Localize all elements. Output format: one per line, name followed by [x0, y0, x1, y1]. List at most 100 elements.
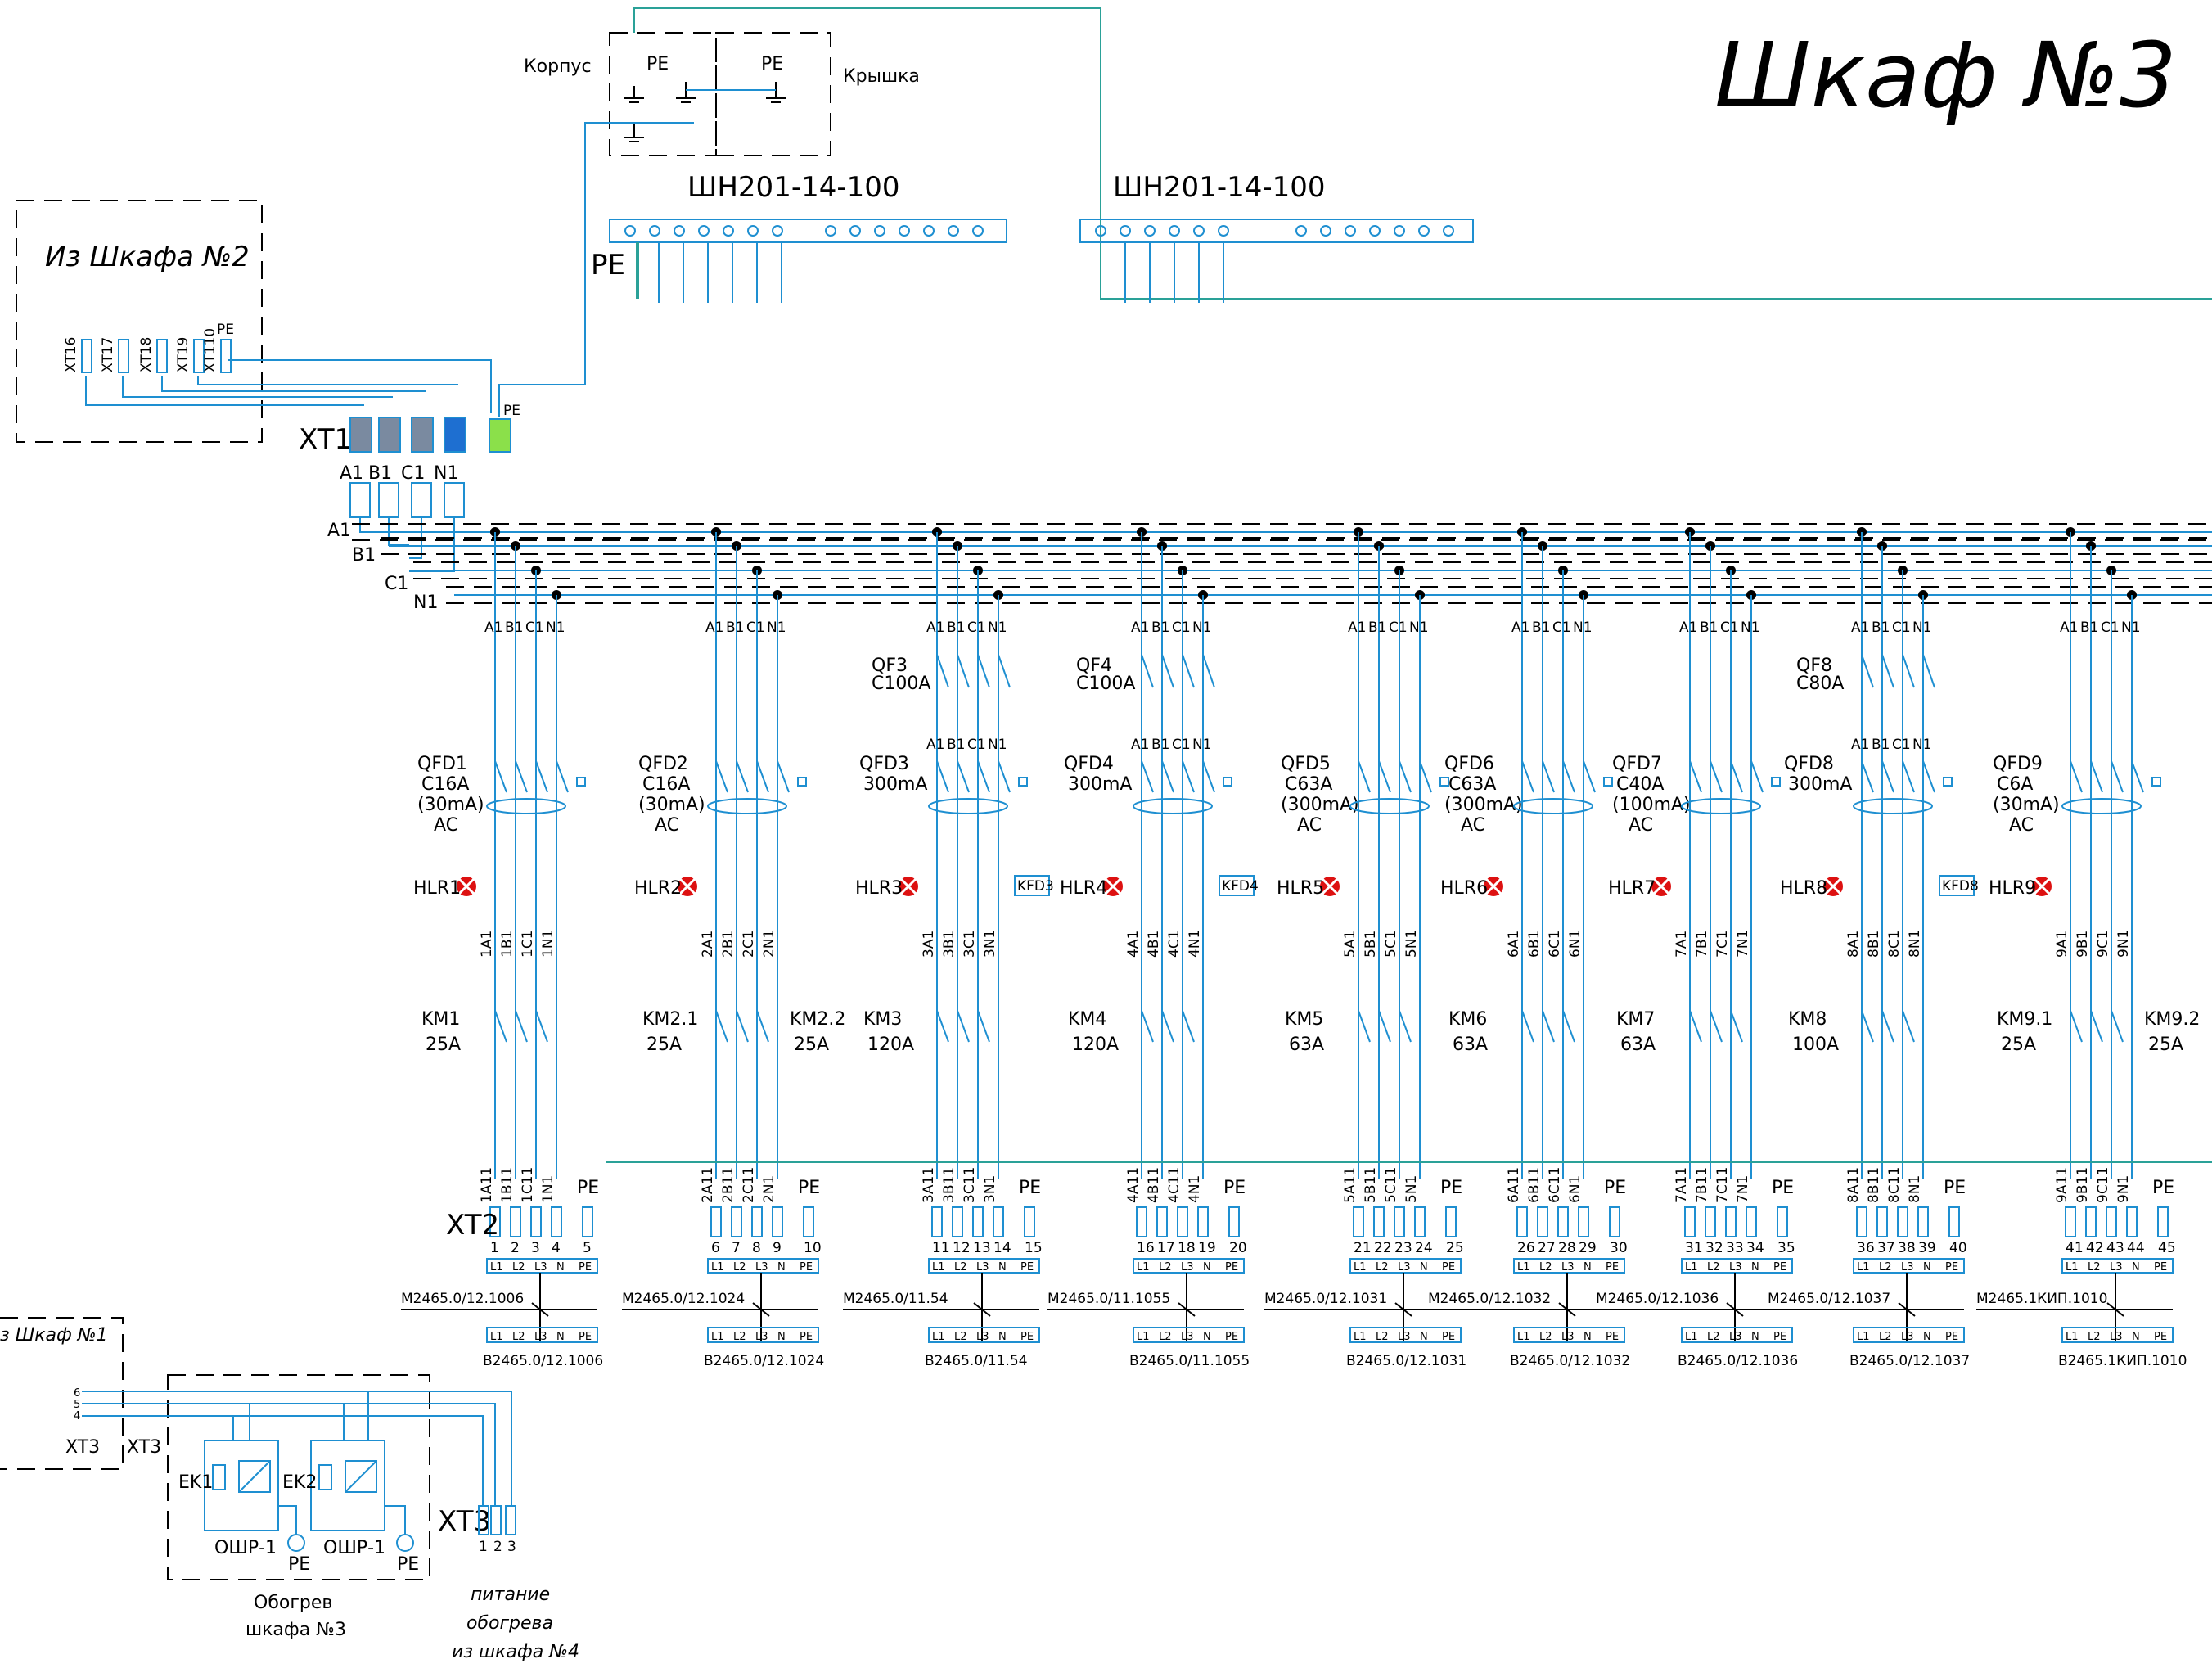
xt2-terminal	[1876, 1206, 1888, 1237]
qfd-contact	[2111, 760, 2124, 793]
busbar-screw	[948, 225, 959, 237]
qf-contact	[936, 654, 949, 688]
km2-label: KM2.2	[790, 1009, 845, 1030]
qfd-trip	[1223, 777, 1232, 787]
qfd-sens: (30mA)	[417, 795, 484, 815]
xt2-num: 13	[973, 1240, 991, 1256]
oshr1-label: ОШР-1	[214, 1538, 277, 1558]
qfd-contact	[1161, 760, 1174, 793]
km2-rating: 25A	[794, 1035, 829, 1055]
cable-sub-label: L3	[1398, 1331, 1411, 1343]
power-caption-2: обогрева	[466, 1613, 553, 1634]
xt2-num: 10	[804, 1240, 822, 1256]
xt2-terminal	[1705, 1206, 1716, 1237]
wire-label: 8N1	[1907, 930, 1923, 958]
phase-label: A1	[1511, 620, 1529, 636]
wire-label: 1A1	[479, 931, 495, 958]
xt2-sub-label: L3	[1901, 1261, 1914, 1274]
qfd-type: AC	[655, 815, 679, 836]
wire-label: 5B1	[1363, 931, 1379, 958]
qfd-rating: C16A	[642, 774, 690, 795]
xt2-num: 36	[1857, 1240, 1875, 1256]
phase-label: N1	[1741, 620, 1760, 636]
qfd-rating: 300mA	[863, 774, 927, 795]
cable-sub-box	[707, 1327, 819, 1343]
xt1-pe-terminal	[489, 418, 511, 453]
qfd-type: AC	[1297, 815, 1322, 836]
xt2-terminal	[1414, 1206, 1426, 1237]
out-label: 2A11	[700, 1167, 716, 1203]
qfd-trip	[2151, 777, 2161, 787]
xt2-sub-label: PE	[1442, 1261, 1455, 1274]
km-contact	[1378, 1010, 1391, 1043]
xt2-sub-label: N	[777, 1261, 786, 1274]
qfd-label: QFD6	[1444, 754, 1494, 774]
wire-label: 8C1	[1886, 930, 1903, 958]
qfd-contact	[1542, 760, 1555, 793]
xt2-sub-label: L2	[954, 1261, 967, 1274]
xt2-sub-box	[1349, 1258, 1462, 1274]
wire-label: 5A1	[1342, 931, 1358, 958]
qfd-contact	[756, 760, 769, 793]
km-contact	[535, 1010, 548, 1043]
km-rating: 63A	[1620, 1035, 1656, 1055]
xt2-sub-label: N	[1751, 1261, 1759, 1274]
km-contact	[1881, 1010, 1894, 1043]
xt2-num: 41	[2066, 1240, 2084, 1256]
xt2-terminal	[510, 1206, 521, 1237]
wire-label: 9B1	[2075, 931, 2091, 958]
kryshka-label: Крышка	[843, 66, 920, 87]
xt2-num: 11	[932, 1240, 950, 1256]
xt2-num: 33	[1726, 1240, 1744, 1256]
cable-sub-label: PE	[1606, 1331, 1619, 1343]
cable-sub-label: N	[1420, 1331, 1428, 1343]
cable-sub-label: PE	[1225, 1331, 1238, 1343]
qf-contact	[1182, 654, 1195, 688]
xt2-num: 26	[1517, 1240, 1535, 1256]
busbar-screw	[1295, 225, 1307, 237]
out-label: 2N1	[761, 1175, 777, 1203]
terminal-block	[118, 339, 129, 373]
xt1-wire	[409, 517, 422, 559]
xt2-terminal	[1777, 1206, 1788, 1237]
km-label: KM5	[1285, 1009, 1323, 1030]
busbar-screw	[1320, 225, 1331, 237]
qfd-toroid	[486, 798, 566, 814]
phase-label: C1	[525, 620, 544, 636]
xt1-term-label: A1	[340, 463, 363, 484]
xt2-sub-label: L1	[711, 1261, 724, 1274]
out-label: 8C11	[1886, 1167, 1903, 1203]
qf-label: QF3	[872, 656, 908, 676]
xt2-terminal	[1177, 1206, 1188, 1237]
kfd-label: KFD3	[1017, 878, 1054, 895]
busbar-2-label: ШН201-14-100	[1113, 171, 1326, 204]
xt2-sub-label: N	[556, 1261, 565, 1274]
qfd-rating: C6A	[1997, 774, 2033, 795]
xt2-pe-label: PE	[1223, 1178, 1246, 1198]
cable-sub-label: L1	[711, 1331, 724, 1343]
kfd-box	[1219, 875, 1255, 896]
qfd-toroid	[1133, 798, 1213, 814]
xt2-num: 25	[1446, 1240, 1464, 1256]
qfd-contact	[1902, 760, 1915, 793]
xt2-sub-label: L2	[1159, 1261, 1172, 1274]
cable-sub-label: L1	[1137, 1331, 1150, 1343]
cable-sub-label: PE	[1442, 1331, 1455, 1343]
xt2-sub-box	[1853, 1258, 1965, 1274]
phase-label: N1	[1573, 620, 1593, 636]
phase-label: B1	[1151, 737, 1169, 753]
phase-label: B1	[726, 620, 744, 636]
xt1-term-label: N1	[434, 463, 458, 484]
hlr-lamp-cross	[457, 877, 475, 895]
qfd-sens: (30mA)	[1993, 795, 2060, 815]
phase-label: C1	[1720, 620, 1739, 636]
cable-m-label: М2465.0/12.1006	[401, 1291, 524, 1307]
cable-m-label: М2465.0/11.54	[843, 1291, 948, 1307]
xt2-terminal	[489, 1206, 501, 1237]
cable-b-label: В2465.0/12.1037	[1849, 1353, 1970, 1369]
xt2-sub-label: L2	[1879, 1261, 1892, 1274]
km-contact	[2070, 1010, 2083, 1043]
kfd-label: KFD8	[1942, 878, 1979, 895]
phase-label: A1	[2060, 620, 2078, 636]
